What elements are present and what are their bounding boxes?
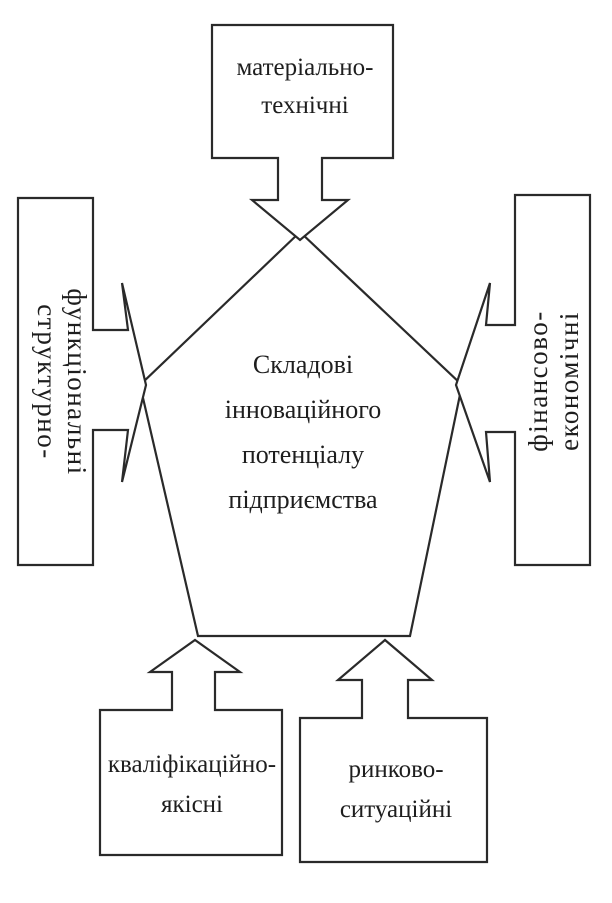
top-arrow-box bbox=[210, 23, 395, 242]
bottom-left-label-line2: якісні bbox=[161, 791, 223, 818]
right-label-line2: економічні bbox=[554, 311, 584, 451]
center-label-line1: Складові bbox=[253, 350, 353, 379]
bottom-right-arrow-box bbox=[298, 638, 489, 864]
center-label-line2: інноваційного bbox=[225, 395, 382, 424]
right-label-line1: фінансово- bbox=[523, 310, 553, 451]
center-label-line3: потенціалу bbox=[242, 440, 364, 469]
bottom-left-label-line1: кваліфікаційно- bbox=[108, 751, 276, 778]
top-component: матеріально- технічні bbox=[210, 23, 395, 242]
right-component: фінансово- економічні bbox=[454, 193, 592, 567]
bottom-left-arrow-box bbox=[98, 638, 284, 857]
top-label-line1: матеріально- bbox=[237, 54, 374, 81]
left-label-line2: функціональні bbox=[62, 288, 92, 475]
central-pentagon bbox=[138, 230, 464, 638]
left-component: структурно- функціональні bbox=[16, 196, 148, 567]
top-label-line2: технічні bbox=[261, 92, 348, 119]
bottom-left-component: кваліфікаційно- якісні bbox=[98, 638, 284, 857]
center-label-line4: підприємства bbox=[228, 485, 378, 514]
right-arrow-box bbox=[454, 193, 592, 567]
bottom-right-component: ринково- ситуаційні bbox=[298, 638, 489, 864]
bottom-right-label-line1: ринково- bbox=[348, 756, 443, 783]
bottom-right-label-line2: ситуаційні bbox=[340, 796, 452, 823]
center-label: Складові інноваційного потенціалу підпри… bbox=[225, 350, 382, 514]
left-arrow-box bbox=[16, 196, 148, 567]
left-label-line1: структурно- bbox=[32, 304, 62, 459]
